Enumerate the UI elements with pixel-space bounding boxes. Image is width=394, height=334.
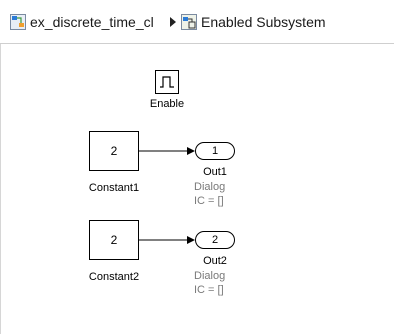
arrow-2 — [187, 236, 195, 244]
out2-label: Out2 — [203, 255, 227, 267]
out2-port[interactable]: 2 — [195, 231, 235, 249]
breadcrumb-model[interactable]: ex_discrete_time_cl — [10, 13, 154, 31]
out1-port[interactable]: 1 — [195, 142, 235, 160]
enable-label: Enable — [149, 98, 185, 110]
subsystem-icon — [181, 14, 197, 30]
breadcrumb-subsystem-label: Enabled Subsystem — [201, 14, 326, 30]
constant1-label: Constant1 — [88, 182, 140, 194]
breadcrumb: ex_discrete_time_cl Enabled Subsystem — [0, 0, 394, 44]
chevron-right-icon — [170, 17, 176, 27]
out1-annotation-ic: IC = [] — [194, 195, 224, 207]
model-canvas[interactable]: Enable 2 Constant1 1 Out1 Dialog IC = []… — [0, 44, 394, 334]
arrow-1 — [187, 147, 195, 155]
breadcrumb-model-label: ex_discrete_time_cl — [30, 14, 154, 30]
out2-annotation-ic: IC = [] — [194, 284, 224, 296]
model-icon — [10, 14, 26, 30]
constant2-label: Constant2 — [88, 271, 140, 283]
constant1-block[interactable]: 2 — [89, 131, 139, 171]
out1-annotation-dialog: Dialog — [194, 181, 226, 193]
out1-label: Out1 — [203, 166, 227, 178]
enable-block[interactable] — [155, 70, 179, 94]
constant2-block[interactable]: 2 — [89, 220, 139, 260]
breadcrumb-subsystem[interactable]: Enabled Subsystem — [181, 13, 326, 31]
enable-pulse-icon — [160, 76, 174, 88]
out2-annotation-dialog: Dialog — [194, 270, 226, 282]
